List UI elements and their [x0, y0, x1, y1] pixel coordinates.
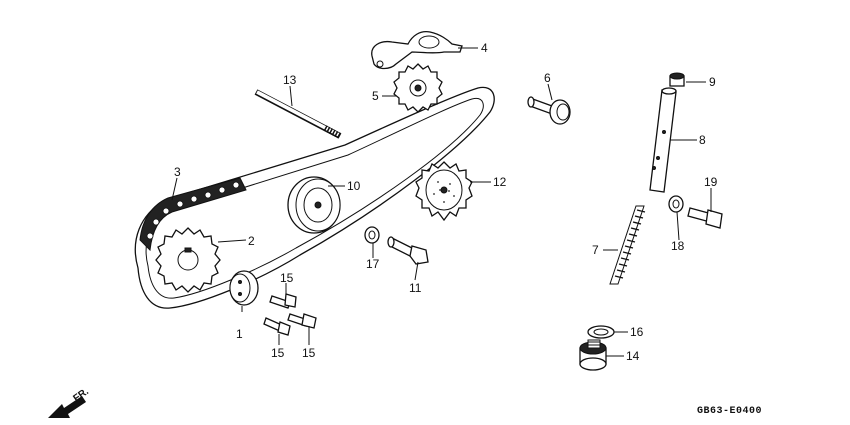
callout-2: 2 — [248, 234, 255, 248]
callout-6: 6 — [544, 71, 551, 85]
callout-15-lower-left: 15 — [271, 346, 285, 360]
leader-lines — [171, 47, 712, 357]
callout-5: 5 — [372, 89, 379, 103]
callout-14: 14 — [626, 349, 640, 363]
bolt-15-lower-left — [263, 317, 291, 336]
callout-15-lower-right: 15 — [302, 346, 316, 360]
callout-18: 18 — [671, 239, 685, 253]
diagram-code: GB63-E0400 — [697, 406, 762, 417]
sealing-washer — [587, 325, 615, 339]
callout-1: 1 — [236, 327, 243, 341]
callout-19: 19 — [704, 175, 718, 189]
rod-cap — [669, 72, 685, 87]
callout-labels: 1 2 3 4 5 6 7 8 9 10 11 12 13 14 15 15 1… — [174, 41, 718, 363]
chain-links — [139, 177, 247, 252]
callout-10: 10 — [347, 179, 361, 193]
sprocket-plate — [229, 270, 259, 306]
callout-4: 4 — [481, 41, 488, 55]
bolt-15-upper — [269, 293, 297, 309]
tensioner-bracket — [371, 30, 463, 70]
drive-sprocket — [155, 227, 221, 293]
callout-12: 12 — [493, 175, 507, 189]
callout-16: 16 — [630, 325, 644, 339]
tensioner-spring — [609, 205, 646, 285]
washer-18 — [668, 195, 684, 213]
callout-8: 8 — [699, 133, 706, 147]
callout-7: 7 — [592, 243, 599, 257]
tensioner-rod — [649, 87, 677, 193]
sealing-plug — [579, 339, 607, 371]
callout-3: 3 — [174, 165, 181, 179]
front-direction-arrow: FR. — [48, 386, 91, 418]
small-sprocket — [393, 63, 443, 113]
bolt-15-lower-right — [287, 313, 317, 329]
pivot-bolt — [527, 96, 571, 125]
guide-roller — [287, 176, 341, 234]
tensioner-bolt — [387, 236, 429, 265]
tensioner-sprocket — [415, 161, 473, 222]
guide-pin — [254, 89, 342, 139]
callout-17: 17 — [366, 257, 380, 271]
callout-15-upper: 15 — [280, 271, 294, 285]
bolt-19 — [687, 207, 723, 229]
collar — [364, 226, 380, 244]
callout-13: 13 — [283, 73, 297, 87]
callout-11: 11 — [409, 281, 422, 295]
callout-9: 9 — [709, 75, 716, 89]
